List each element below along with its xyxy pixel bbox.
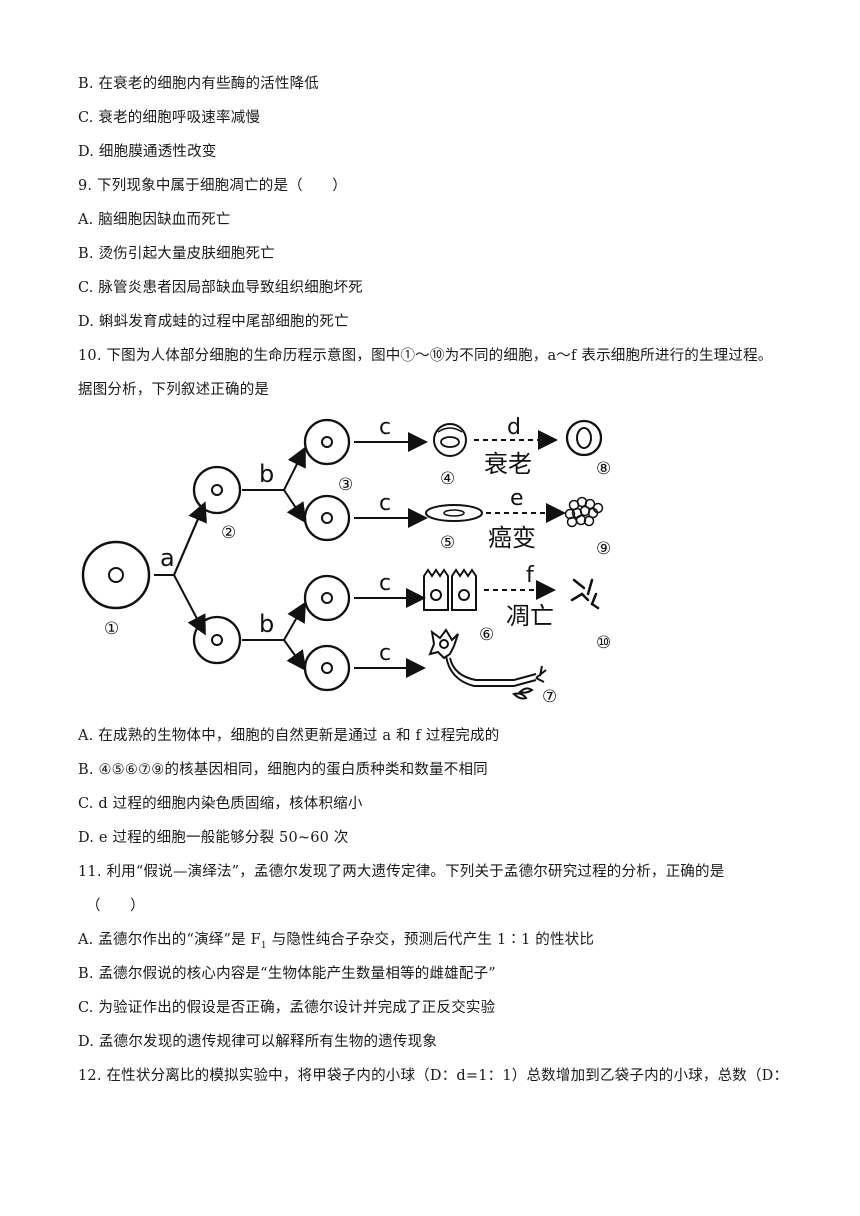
- cell-2-label: ②: [221, 523, 236, 543]
- cell-10-label: ⑩: [596, 633, 611, 653]
- aging-label: 衰老: [484, 450, 532, 478]
- question-9: 9. 下列现象中属于细胞凋亡的是（ ）: [78, 178, 347, 194]
- cell-4-label: ④: [440, 469, 455, 489]
- process-c-label-1: c: [379, 415, 391, 440]
- option-8d: D. 细胞膜通透性改变: [78, 144, 217, 160]
- option-8c: C. 衰老的细胞呼吸速率减慢: [78, 110, 261, 126]
- option-10a: A. 在成熟的生物体中，细胞的自然更新是通过 a 和 f 过程完成的: [78, 728, 500, 744]
- process-b-label-upper: b: [259, 460, 274, 488]
- option-10d: D. e 过程的细胞一般能够分裂 50~60 次: [78, 830, 349, 846]
- option-9d: D. 蝌蚪发育成蛙的过程中尾部细胞的死亡: [78, 314, 349, 330]
- cell-1-label: ①: [104, 619, 119, 639]
- cell-3: [303, 418, 351, 466]
- process-b-label-lower: b: [259, 610, 274, 638]
- cell-row3: [303, 574, 351, 622]
- option-9a: A. 脑细胞因缺血而死亡: [78, 212, 231, 228]
- cell-6: [423, 568, 477, 611]
- cell-8-label: ⑧: [596, 459, 611, 479]
- cell-lower-unnamed: [192, 615, 242, 665]
- cell-9-label: ⑨: [596, 539, 611, 559]
- question-12: 12. 在性状分离比的模拟实验中，将甲袋子内的小球（D：d=1：1）总数增加到乙…: [78, 1068, 789, 1084]
- cell-3-label: ③: [338, 475, 353, 495]
- apoptosis-label: 凋亡: [506, 602, 554, 630]
- cell-5: [425, 504, 483, 522]
- option-8b: B. 在衰老的细胞内有些酶的活性降低: [78, 76, 319, 92]
- option-10b: B. ④⑤⑥⑦⑨的核基因相同，细胞内的蛋白质种类和数量不相同: [78, 762, 488, 778]
- option-9b: B. 烫伤引起大量皮肤细胞死亡: [78, 246, 275, 262]
- process-c-label-3: c: [379, 571, 391, 596]
- cell-8: [565, 419, 603, 457]
- option-11a: A. 孟德尔作出的“演绎”是 F1 与隐性纯合子杂交，预测后代产生 1∶1 的性…: [78, 932, 595, 951]
- process-a-label: a: [160, 544, 175, 572]
- question-10: 10. 下图为人体部分细胞的生命历程示意图，图中①～⑩为不同的细胞，a～f 表示…: [78, 348, 773, 364]
- cell-row4: [303, 644, 351, 692]
- process-d-label: d: [507, 415, 521, 440]
- question-11-paren: （ ）: [86, 898, 145, 914]
- cell-2: [192, 465, 242, 515]
- cell-10-fragments: [570, 578, 600, 610]
- process-c-label-2: c: [379, 491, 391, 516]
- cell-5-label: ⑤: [440, 533, 455, 553]
- cell-1: [81, 540, 151, 610]
- cell-9-cluster: [564, 496, 604, 528]
- cell-6-label: ⑥: [479, 625, 494, 645]
- process-e-label: e: [510, 486, 524, 511]
- option-10c: C. d 过程的细胞内染色质固缩，核体积缩小: [78, 796, 363, 812]
- option-11d: D. 孟德尔发现的遗传规律可以解释所有生物的遗传现象: [78, 1034, 438, 1050]
- cell-row2: [303, 494, 351, 542]
- cell-7-neuron: [428, 628, 547, 700]
- option-11b: B. 孟德尔假说的核心内容是“生物体能产生数量相等的雌雄配子”: [78, 966, 496, 982]
- cancer-label: 癌变: [488, 524, 536, 552]
- cell-4: [433, 423, 467, 457]
- process-c-label-4: c: [379, 641, 391, 666]
- process-f-label: f: [526, 563, 535, 588]
- question-11: 11. 利用“假说—演绎法”，孟德尔发现了两大遗传定律。下列关于孟德尔研究过程的…: [78, 864, 725, 880]
- cell-life-history-diagram: ① a ② b b ③: [74, 410, 794, 710]
- question-10-cont: 据图分析，下列叙述正确的是: [78, 382, 270, 398]
- option-11c: C. 为验证作出的假设是否正确，孟德尔设计并完成了正反交实验: [78, 1000, 496, 1016]
- cell-7-label: ⑦: [542, 687, 557, 707]
- option-9c: C. 脉管炎患者因局部缺血导致组织细胞坏死: [78, 280, 363, 296]
